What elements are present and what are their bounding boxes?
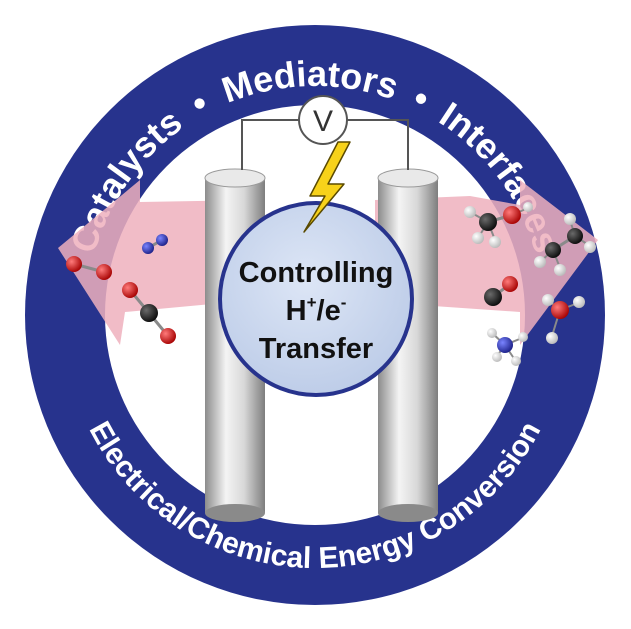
center-circle [218,201,414,397]
molecule-n2 [142,234,168,254]
molecule-h2o [542,294,585,344]
molecule-co [484,276,518,306]
lightning-bolt-icon [303,141,351,233]
voltmeter-label: V [313,105,333,138]
center-line-1: Controlling [239,257,394,289]
center-line-2: H+/e- [286,293,347,327]
molecule-co2 [122,282,176,344]
center-line-3: Transfer [259,333,373,365]
molecule-ch3oh [464,202,533,248]
circuit-wires [241,119,409,170]
molecule-nh3 [487,328,528,366]
molecule-o2 [66,256,112,280]
voltmeter: V [298,95,348,145]
molecule-c2h6 [534,213,596,276]
